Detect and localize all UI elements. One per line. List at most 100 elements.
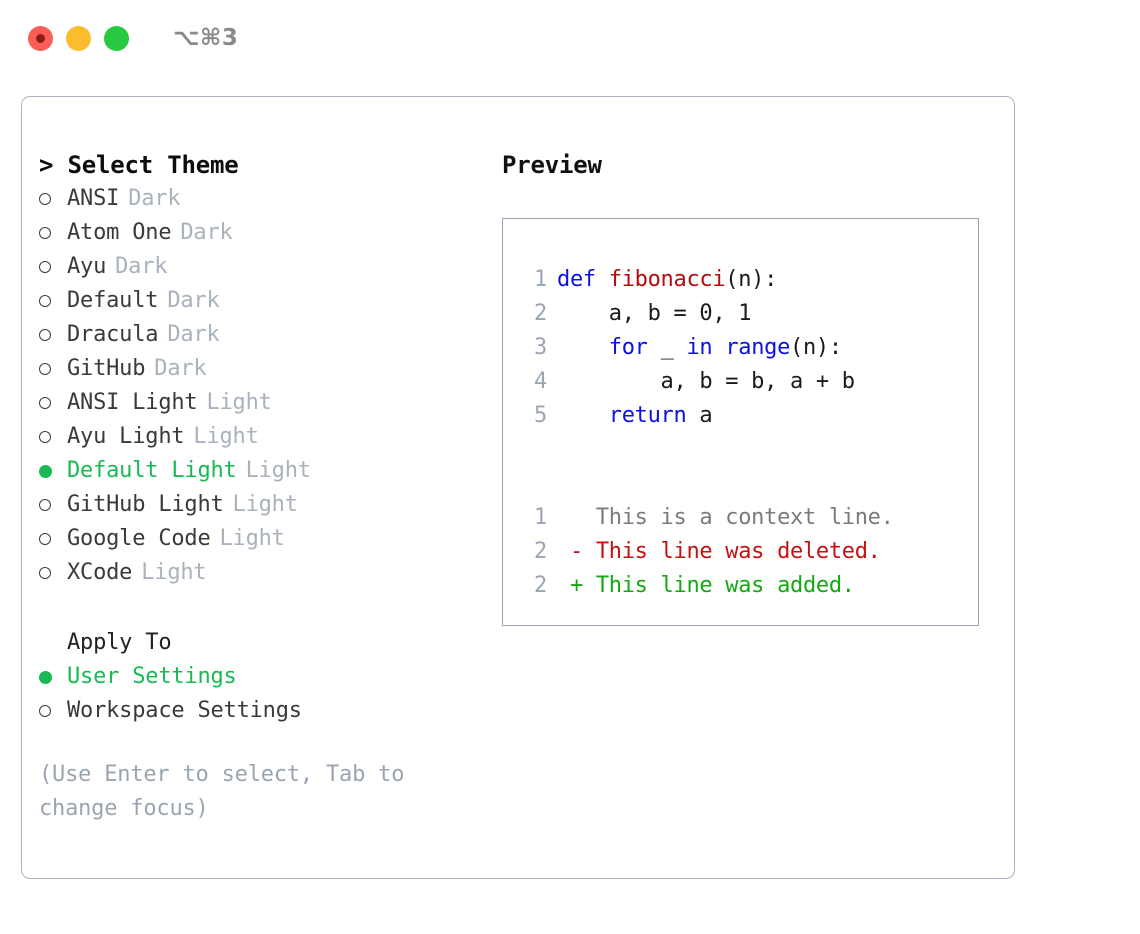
code-token: _ [647, 335, 687, 360]
radio-selected-icon[interactable] [39, 454, 67, 488]
theme-variant-badge: Light [219, 526, 285, 551]
radio-dot [39, 705, 51, 717]
radio-dot [39, 295, 51, 307]
theme-name: GitHub [67, 356, 146, 381]
theme-variant-badge: Dark [128, 186, 181, 211]
minimize-button[interactable] [66, 25, 91, 51]
close-button[interactable] [28, 25, 53, 51]
code-line: 3 for _ in range(n): [521, 331, 972, 365]
code-line-text: a, b = b, a + b [557, 365, 856, 399]
theme-list-item[interactable]: Google Code Light [39, 522, 469, 556]
theme-name: Default [67, 288, 159, 313]
line-number: 2 [534, 301, 547, 326]
theme-variant-badge: Light [232, 492, 298, 517]
apply-to-item[interactable]: User Settings [39, 660, 469, 694]
code-token: def [557, 267, 609, 292]
theme-variant-badge: Light [141, 560, 207, 585]
section-spacer [39, 590, 469, 626]
diff-line: 1 This is a context line. [521, 501, 972, 535]
radio-unselected-icon[interactable] [39, 250, 67, 284]
keyboard-hint-text: (Use Enter to select, Tab to change focu… [39, 762, 405, 821]
radio-dot [39, 670, 52, 684]
radio-dot [39, 397, 51, 409]
theme-variant-badge: Dark [154, 356, 207, 381]
theme-name: XCode [67, 560, 133, 585]
code-token: (n): [790, 335, 842, 360]
code-token: in [686, 335, 713, 360]
diff-line-text: + This line was added. [557, 573, 855, 598]
diff-line: 2 + This line was added. [521, 569, 972, 603]
theme-variant-badge: Light [245, 458, 311, 483]
code-line: 1 def fibonacci(n): [521, 263, 972, 297]
theme-list-item[interactable]: XCode Light [39, 556, 469, 590]
select-theme-heading: > Select Theme [39, 151, 239, 179]
radio-dot [39, 533, 51, 545]
radio-dot [39, 363, 51, 375]
code-line-text: return a [557, 399, 713, 433]
theme-name: Ayu Light [67, 424, 185, 449]
maximize-button[interactable] [104, 25, 129, 51]
code-line: 2 a, b = 0, 1 [521, 297, 972, 331]
radio-unselected-icon[interactable] [39, 386, 67, 420]
radio-unselected-icon[interactable] [39, 182, 67, 216]
apply-to-item[interactable]: Workspace Settings [39, 694, 469, 728]
theme-list-item[interactable]: GitHub Dark [39, 352, 469, 386]
theme-name: Ayu [67, 254, 107, 279]
radio-dot [39, 227, 51, 239]
radio-unselected-icon[interactable] [39, 318, 67, 352]
line-number: 5 [534, 403, 547, 428]
code-token: range [725, 335, 791, 360]
code-line-text: def fibonacci(n): [557, 263, 777, 297]
radio-unselected-icon[interactable] [39, 522, 67, 556]
apply-to-label: User Settings [67, 664, 237, 689]
line-number: 4 [534, 369, 547, 394]
line-number: 1 [534, 267, 547, 292]
code-token: (n): [725, 267, 778, 292]
radio-dot [39, 329, 51, 341]
radio-selected-icon[interactable] [39, 660, 67, 694]
radio-unselected-icon[interactable] [39, 352, 67, 386]
radio-unselected-icon[interactable] [39, 284, 67, 318]
code-token: a [686, 403, 713, 428]
theme-variant-badge: Dark [115, 254, 168, 279]
code-line-text: for _ in range(n): [557, 331, 842, 365]
radio-unselected-icon[interactable] [39, 488, 67, 522]
theme-name: Default Light [67, 458, 237, 483]
theme-variant-badge: Dark [180, 220, 233, 245]
theme-list-item[interactable]: Ayu Dark [39, 250, 469, 284]
radio-dot [39, 464, 52, 478]
radio-dot [39, 499, 51, 511]
window-controls [28, 25, 129, 51]
title-bar: ⌥⌘3 [0, 0, 1140, 76]
code-token: return [608, 403, 687, 428]
radio-dot [39, 567, 51, 579]
radio-unselected-icon[interactable] [39, 694, 67, 728]
code-blank-line [521, 467, 972, 501]
diff-line: 2 - This line was deleted. [521, 535, 972, 569]
radio-unselected-icon[interactable] [39, 216, 67, 250]
theme-name: Google Code [67, 526, 211, 551]
code-token [712, 335, 725, 360]
radio-unselected-icon[interactable] [39, 556, 67, 590]
radio-dot [39, 431, 51, 443]
radio-dot [39, 193, 51, 205]
theme-list-item[interactable]: Default Light Light [39, 454, 469, 488]
theme-name: Dracula [67, 322, 159, 347]
radio-unselected-icon[interactable] [39, 420, 67, 454]
preview-heading: Preview [502, 151, 602, 179]
diff-line-text: - This line was deleted. [557, 539, 881, 564]
radio-dot [39, 261, 51, 273]
theme-variant-badge: Light [206, 390, 272, 415]
